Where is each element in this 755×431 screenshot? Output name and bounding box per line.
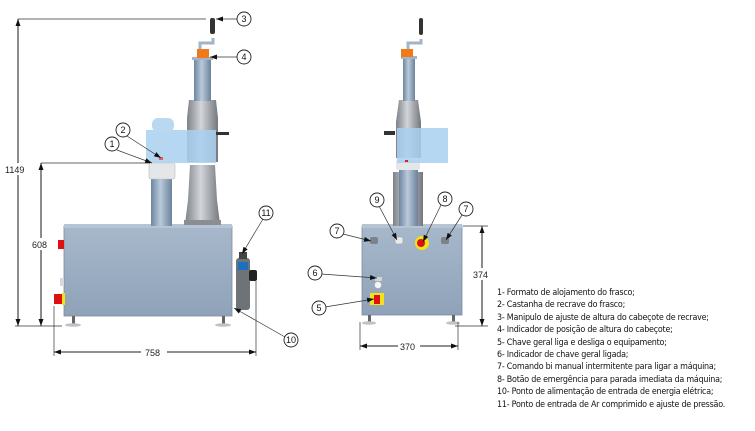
side-callouts: 3 4 2 1 11 10 [104,11,299,348]
dim-base-height: 608 [32,240,47,250]
svg-text:5: 5 [316,303,321,313]
front-button-9 [394,236,404,245]
legend-item: 6- Indicador de chave geral ligada; [497,350,629,361]
side-main-switch-ring [62,293,65,305]
callout-7-right [458,201,474,217]
dim-total-height: 1149 [5,165,24,175]
svg-text:3: 3 [241,14,246,24]
legend-item: 4- Indicador de posição de altura do cab… [497,325,673,336]
svg-text:6: 6 [312,268,317,278]
legend-item: 8- Botão de emergência para parada imedi… [497,374,723,385]
legend-item: 2- Castanha de recrave do frasco; [497,300,626,311]
front-transparent-head [397,128,448,163]
front-crank-handle [419,18,423,35]
dim-front-width: 370 [400,342,415,352]
power-indicator-light [374,281,382,289]
height-indicator-orange [197,49,209,58]
svg-text:11: 11 [261,208,270,218]
callout-3 [236,11,252,27]
legend-item: 11- Ponto de entrada de Ar comprimido e … [497,399,726,410]
side-main-switch [54,294,63,304]
front-dimensions: 374 370 [359,225,493,352]
front-callouts: 7 9 8 7 6 5 [307,191,474,316]
callout-9 [369,192,385,208]
side-base-top-edge [64,224,232,228]
legend-list: 1- Formato de alojamento do frasco; 2- C… [497,287,725,411]
side-view [54,18,257,327]
side-lever [216,132,229,135]
upper-column [194,58,211,101]
bottle-housing-format [148,162,176,180]
svg-text:7: 7 [334,226,339,236]
legend-item: 5- Chave geral liga e desliga o equipame… [497,337,667,348]
dim-width: 758 [145,348,160,358]
bimanual-button-left [370,237,378,244]
callout-7-left [329,223,345,239]
side-indicator [60,278,64,286]
svg-text:4: 4 [241,52,246,62]
svg-text:7: 7 [463,204,468,214]
callout-11 [258,205,274,221]
callout-6 [307,265,323,281]
front-upper-column [403,58,415,101]
svg-text:1: 1 [109,139,114,149]
front-view [361,18,463,325]
legend-item: 1- Formato de alojamento do frasco; [497,288,635,298]
side-base-cabinet [63,225,233,317]
main-switch [374,295,380,304]
callout-2 [115,122,131,138]
side-dimensions: 1149 608 758 [1,18,257,358]
transparent-head [146,130,216,163]
bottle-housing-column [151,178,172,226]
callout-4 [236,49,252,65]
svg-text:2: 2 [120,125,125,135]
front-blue-column [399,168,418,226]
side-feet [65,316,231,327]
front-feet [362,315,460,325]
main-gray-column [185,165,220,224]
callout-5 [311,300,327,316]
callout-8 [437,191,453,207]
svg-text:10: 10 [286,335,296,345]
callout-10 [283,332,299,348]
legend-item: 3- Manipulo de ajuste de altura do cabeç… [497,312,709,323]
front-height-indicator [401,49,413,57]
dim-front-height: 374 [473,270,488,280]
svg-text:9: 9 [374,195,379,205]
crank-handle [210,18,215,34]
legend-item: 7- Comando bi manual intermitente para l… [497,362,717,373]
bimanual-button-right [441,237,449,244]
air-filter-regulator [236,252,257,310]
callout-1 [104,136,120,152]
side-emergency-button [58,240,64,249]
crank-arm [198,38,215,49]
legend-item: 10- Ponto de alimentação de entrada de e… [497,387,714,398]
svg-text:8: 8 [442,194,447,204]
power-indicator-base [375,277,382,281]
